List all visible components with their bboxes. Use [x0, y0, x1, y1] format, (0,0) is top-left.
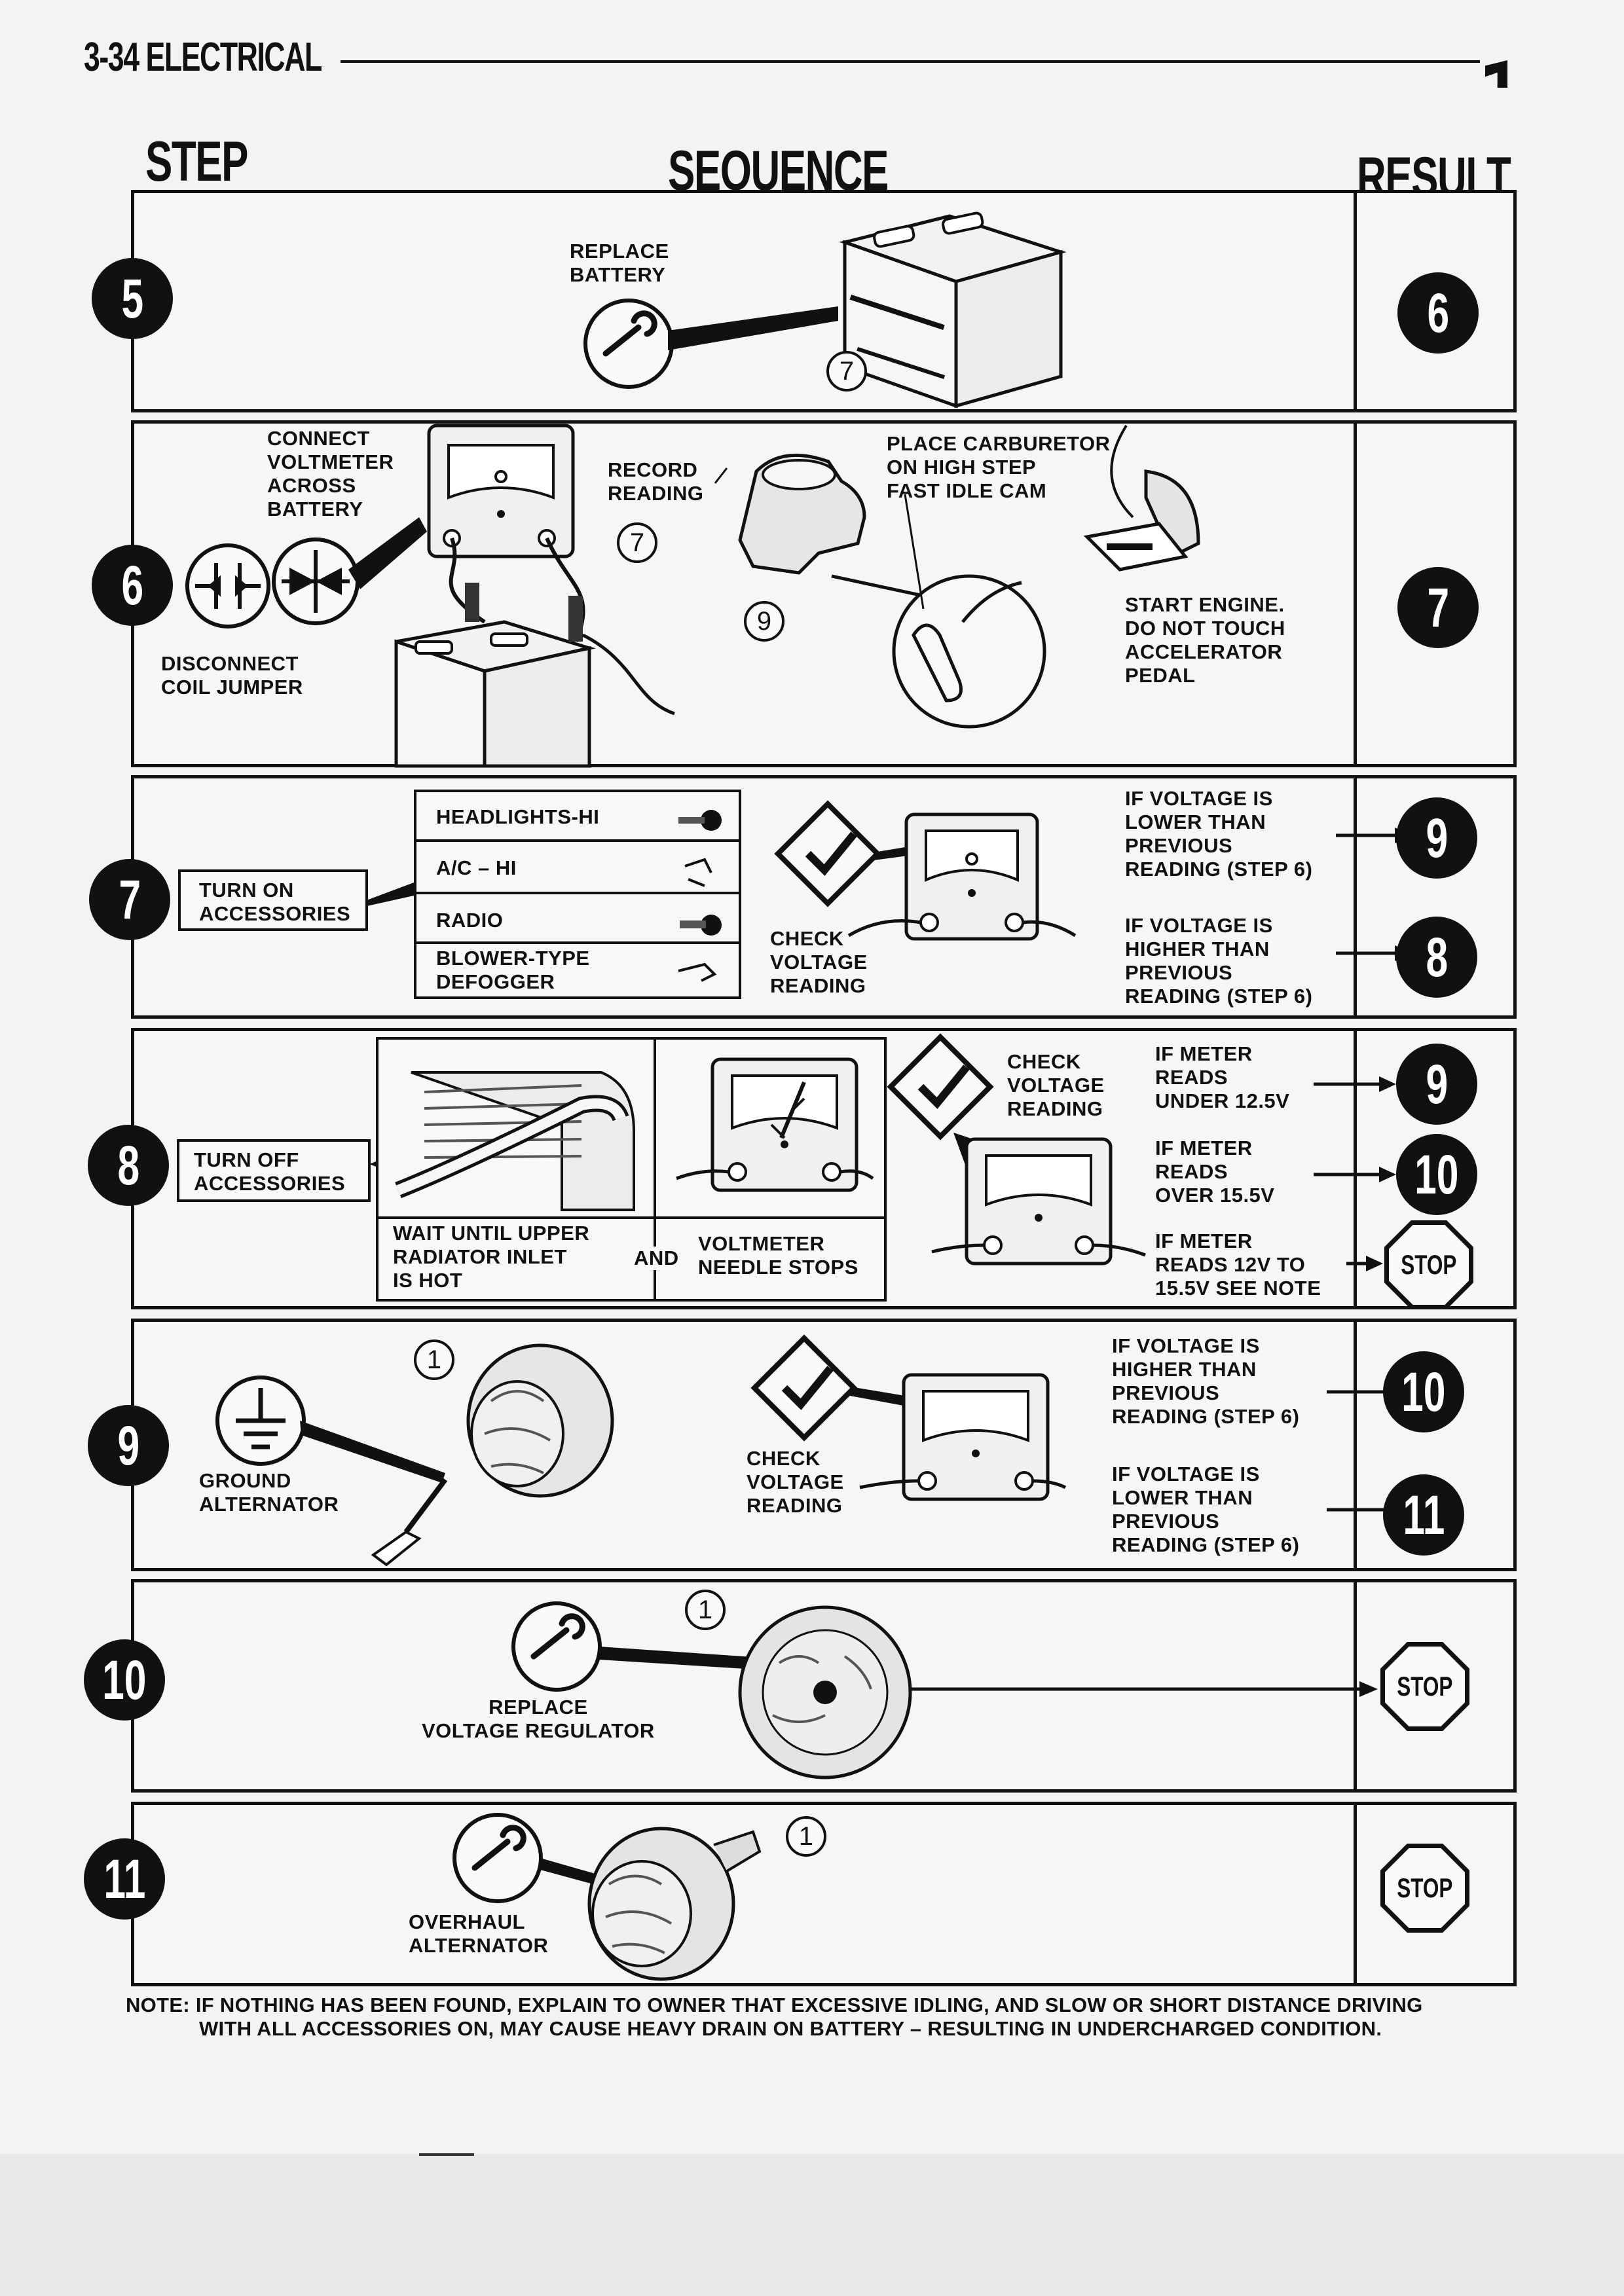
ground-alternator-label: GROUND ALTERNATOR	[199, 1469, 339, 1516]
step-badge-7: 7	[89, 859, 170, 940]
check-voltage-label-row9: CHECK VOLTAGE READING	[747, 1447, 844, 1517]
voltage-regulator-illustration	[511, 1601, 1378, 1779]
callout-1-row10: 1	[685, 1590, 726, 1630]
needle-stops-label: VOLTMETER NEEDLE STOPS	[698, 1232, 858, 1279]
battery-icon	[583, 211, 1067, 409]
accessory-headlights: HEADLIGHTS-HI	[436, 805, 600, 828]
connect-voltmeter-label: CONNECT VOLTMETER ACROSS BATTERY	[267, 427, 394, 520]
radiator-and-meter-icon	[395, 1057, 874, 1211]
header-rule	[341, 60, 1480, 63]
step-badge-6: 6	[92, 545, 173, 626]
step-badge-8: 8	[88, 1125, 169, 1206]
alternator-illustration	[452, 1813, 762, 1981]
callout-9-row6: 9	[744, 601, 784, 642]
voltmeter-battery-illustration	[185, 424, 1200, 768]
ground-alternator-illustration	[215, 1343, 614, 1567]
meter-over-label: IF METER READS OVER 15.5V	[1155, 1137, 1275, 1207]
turn-on-accessories-box: TURN ON ACCESSORIES	[178, 869, 368, 931]
manual-page: 3-34 ELECTRICAL STEP SEQUENCE RESULT 5 R…	[0, 0, 1624, 2154]
result-badge-9-row8: 9	[1396, 1044, 1477, 1125]
voltage-lower-label-row9: IF VOLTAGE IS LOWER THAN PREVIOUS READIN…	[1112, 1463, 1300, 1556]
overhaul-alternator-label: OVERHAUL ALTERNATOR	[409, 1910, 549, 1957]
result-badge-11-row9: 11	[1383, 1474, 1464, 1556]
result-badge-10-row8: 10	[1396, 1134, 1477, 1215]
callout-1-row9: 1	[414, 1339, 454, 1380]
corner-mark-icon	[1485, 60, 1507, 88]
step-badge-11: 11	[84, 1838, 165, 1920]
turn-off-accessories-box: TURN OFF ACCESSORIES	[177, 1139, 371, 1202]
accessory-radio: RADIO	[436, 909, 504, 932]
note-line-2: WITH ALL ACCESSORIES ON, MAY CAUSE HEAVY…	[199, 2017, 1382, 2040]
callout-7-row6: 7	[617, 522, 657, 563]
replace-regulator-label: REPLACE VOLTAGE REGULATOR	[422, 1696, 655, 1742]
result-badge-9-row7: 9	[1396, 797, 1477, 879]
voltage-higher-label-row9: IF VOLTAGE IS HIGHER THAN PREVIOUS READI…	[1112, 1334, 1300, 1428]
check-voltage-label-row7: CHECK VOLTAGE READING	[770, 927, 868, 997]
row-step-5	[131, 190, 1517, 412]
column-title-step: STEP	[145, 130, 248, 193]
disconnect-coil-label: DISCONNECT COIL JUMPER	[161, 652, 303, 699]
check-voltage-row7	[774, 800, 1077, 941]
voltage-higher-label-row7: IF VOLTAGE IS HIGHER THAN PREVIOUS READI…	[1125, 914, 1313, 1008]
accessory-switches-icon	[678, 810, 722, 982]
and-label: AND	[630, 1247, 683, 1270]
carburetor-label: PLACE CARBURETOR ON HIGH STEP FAST IDLE …	[887, 432, 1111, 502]
result-badge-10-row9: 10	[1383, 1351, 1464, 1432]
callout-1-row11: 1	[786, 1816, 826, 1857]
page-header-title: 3-34 ELECTRICAL	[84, 35, 322, 80]
accessory-defogger: BLOWER-TYPE DEFOGGER	[436, 947, 590, 993]
wait-condition-box: WAIT UNTIL UPPER RADIATOR INLET IS HOT A…	[376, 1037, 887, 1302]
check-voltage-row8	[887, 1033, 1146, 1266]
result-badge-8-row7: 8	[1396, 917, 1477, 998]
result-badge-7: 7	[1397, 567, 1479, 648]
stop-sign-icon: STOP	[1384, 1220, 1473, 1309]
accessories-list: HEADLIGHTS-HI A/C – HI RADIO BLOWER-TYPE…	[414, 790, 741, 999]
stop-sign-icon: STOP	[1380, 1844, 1469, 1933]
callout-7: 7	[826, 351, 867, 392]
check-voltage-label-row8: CHECK VOLTAGE READING	[1007, 1050, 1105, 1120]
meter-between-label: IF METER READS 12V TO 15.5V SEE NOTE	[1155, 1230, 1321, 1300]
step-badge-5: 5	[92, 258, 173, 339]
stop-sign-icon: STOP	[1380, 1642, 1469, 1731]
check-voltage-row9	[750, 1334, 1067, 1501]
voltage-lower-label-row7: IF VOLTAGE IS LOWER THAN PREVIOUS READIN…	[1125, 787, 1313, 881]
record-reading-label: RECORD READING	[608, 458, 704, 505]
start-engine-label: START ENGINE. DO NOT TOUCH ACCELERATOR P…	[1125, 593, 1285, 687]
replace-battery-label: REPLACE BATTERY	[570, 240, 669, 286]
result-badge-6: 6	[1397, 272, 1479, 354]
note-line-1: NOTE: IF NOTHING HAS BEEN FOUND, EXPLAIN…	[126, 1994, 1423, 2016]
meter-under-label: IF METER READS UNDER 12.5V	[1155, 1042, 1290, 1112]
footer-mark	[419, 2153, 474, 2156]
wait-radiator-label: WAIT UNTIL UPPER RADIATOR INLET IS HOT	[393, 1222, 590, 1292]
accessory-ac: A/C – HI	[436, 856, 517, 879]
step-badge-9: 9	[88, 1405, 169, 1486]
step-badge-10: 10	[84, 1639, 165, 1721]
